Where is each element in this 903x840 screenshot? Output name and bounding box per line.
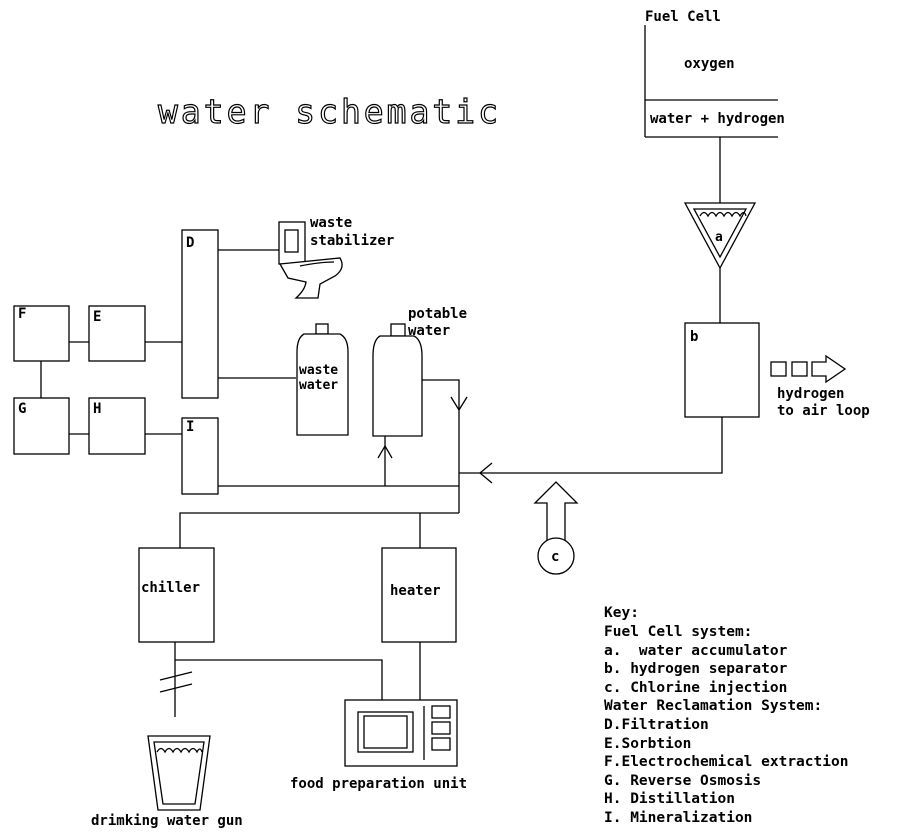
fuel-cell-water-hydrogen-label: water + hydrogen bbox=[650, 111, 785, 127]
key-line: a. water accumulator bbox=[604, 643, 788, 659]
hydrogen-label-line2: to air loop bbox=[777, 403, 870, 419]
key-line: D.Filtration bbox=[604, 717, 709, 733]
potable-water-tank: potable water bbox=[372, 306, 467, 437]
waste-water-tank: waste water bbox=[296, 323, 349, 436]
fuel-cell-heading: Fuel Cell bbox=[645, 9, 721, 25]
electrochemical-letter: F bbox=[18, 306, 26, 322]
fuel-cell: Fuel Cell oxygen water + hydrogen bbox=[644, 9, 785, 138]
chlorine-injection-c: c bbox=[533, 481, 579, 575]
waste-stabilizer-toilet: waste stabilizer bbox=[278, 215, 394, 299]
mineralization-letter: I bbox=[186, 419, 194, 435]
food-preparation-unit: food preparation unit bbox=[290, 699, 467, 792]
hydrogen-outlet-arrow: hydrogen to air loop bbox=[770, 354, 870, 419]
waste-water-label-line1: waste bbox=[299, 363, 338, 378]
reverse-osmosis-G: G bbox=[13, 397, 70, 455]
waste-stabilizer-label-line2: stabilizer bbox=[310, 233, 394, 249]
heater-label: heater bbox=[390, 583, 441, 599]
fuel-cell-oxygen-label: oxygen bbox=[684, 56, 735, 72]
drinking-water-gun-label: drimking water gun bbox=[91, 813, 243, 829]
key-line: Fuel Cell system: bbox=[604, 624, 752, 640]
drinking-water-gun-cup: drimking water gun bbox=[91, 735, 243, 829]
heater: heater bbox=[381, 547, 457, 643]
chiller-label: chiller bbox=[141, 580, 200, 596]
diagram-title: water schematic bbox=[158, 92, 501, 131]
potable-label-line2: water bbox=[408, 323, 450, 339]
accumulator-letter: a bbox=[715, 230, 723, 245]
hydrogen-separator-b: b bbox=[684, 322, 760, 418]
waste-water-label-line2: water bbox=[299, 378, 338, 393]
key-line: E.Sorbtion bbox=[604, 736, 691, 752]
filtration-letter: D bbox=[186, 235, 194, 251]
chlorine-letter: c bbox=[551, 549, 559, 565]
reverse-osmosis-letter: G bbox=[18, 401, 26, 417]
key-line: H. Distillation bbox=[604, 791, 735, 807]
key-line: I. Mineralization bbox=[604, 810, 752, 826]
water-accumulator-a: a bbox=[683, 202, 757, 270]
key-line: c. Chlorine injection bbox=[604, 680, 787, 696]
key-legend: Key: Fuel Cell system: a. water accumula… bbox=[604, 605, 848, 826]
key-line: Water Reclamation System: bbox=[604, 698, 822, 714]
waste-stabilizer-label-line1: waste bbox=[310, 215, 352, 231]
chiller: chiller bbox=[138, 547, 215, 643]
mineralization-I: I bbox=[181, 417, 219, 495]
potable-label-line1: potable bbox=[408, 306, 467, 322]
hydrogen-label-line1: hydrogen bbox=[777, 386, 844, 402]
distillation-H: H bbox=[88, 397, 146, 455]
key-line: F.Electrochemical extraction bbox=[604, 754, 848, 770]
electrochemical-F: F bbox=[13, 305, 70, 362]
sorbtion-letter: E bbox=[93, 309, 101, 325]
food-prep-label: food preparation unit bbox=[290, 776, 467, 792]
sorbtion-E: E bbox=[88, 305, 146, 362]
filtration-D: D bbox=[181, 229, 219, 399]
key-heading: Key: bbox=[604, 605, 639, 621]
key-line: G. Reverse Osmosis bbox=[604, 773, 761, 789]
separator-letter: b bbox=[690, 329, 698, 345]
distillation-letter: H bbox=[93, 401, 101, 417]
key-line: b. hydrogen separator bbox=[604, 661, 788, 677]
